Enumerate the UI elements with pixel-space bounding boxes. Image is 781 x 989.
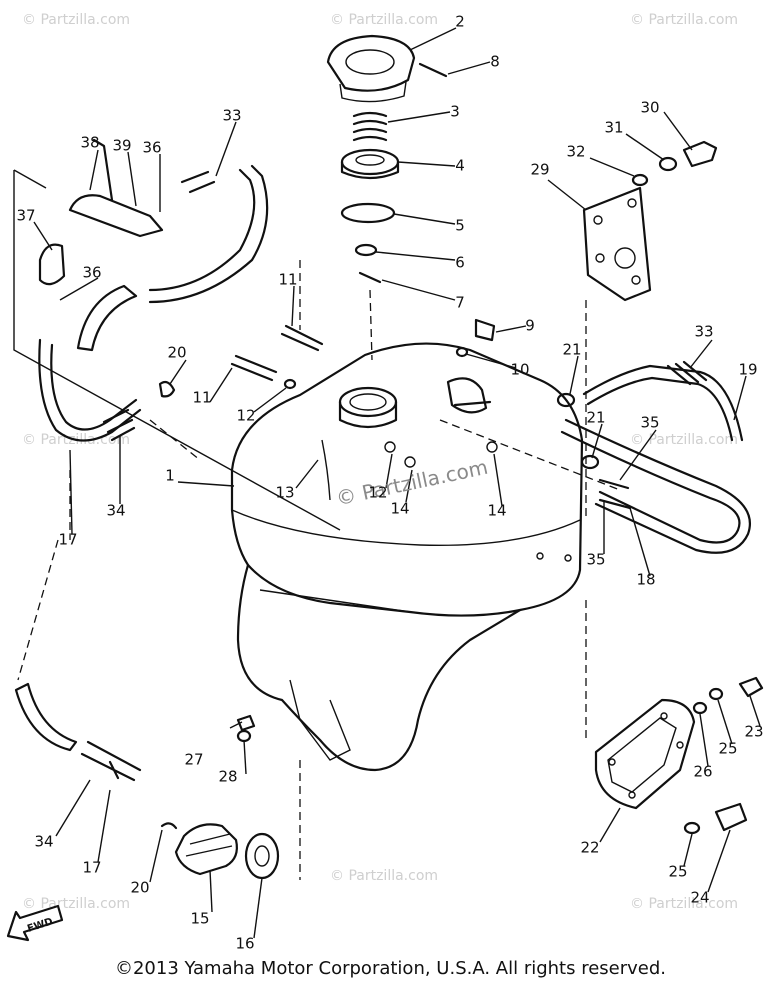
part-callout-39: 39 [112,137,131,155]
watermark: © Partzilla.com [330,12,438,28]
part-callout-27: 27 [184,751,203,769]
part-callout-29: 29 [530,161,549,179]
hose-assembly-left [14,138,269,782]
part-callout-34: 34 [34,833,53,851]
hose-assembly-right [556,360,751,554]
bracket-22 [594,676,764,835]
part-callout-3: 3 [450,103,460,121]
part-callout-20: 20 [130,879,149,897]
part-callout-17: 17 [58,531,77,549]
part-callout-30: 30 [640,99,659,117]
part-callout-38: 38 [80,134,99,152]
part-callout-21: 21 [586,409,605,427]
bracket-29 [582,140,718,302]
part-callout-11: 11 [192,389,211,407]
fasteners [158,318,496,398]
watermark: © Partzilla.com [630,12,738,28]
leader-lines [33,27,761,939]
part-callout-5: 5 [455,217,465,235]
part-callout-15: 15 [190,910,209,928]
watermark: © Partzilla.com [22,896,130,912]
part-callout-2: 2 [455,13,465,31]
filler-cap [326,34,448,284]
part-callout-26: 26 [693,763,712,781]
fuel-tank [230,342,584,772]
watermark: © Partzilla.com [630,432,738,448]
part-callout-14: 14 [390,500,409,518]
part-callout-18: 18 [636,571,655,589]
part-callout-35: 35 [586,551,605,569]
part-callout-28: 28 [218,768,237,786]
part-callout-8: 8 [490,53,500,71]
part-callout-31: 31 [604,119,623,137]
part-callout-25: 25 [718,740,737,758]
part-callout-14: 14 [487,502,506,520]
fuel-cock [160,714,280,880]
part-callout-23: 23 [744,723,763,741]
center-watermark: © Partzilla.com [334,455,490,511]
watermark: © Partzilla.com [330,868,438,884]
part-callout-33: 33 [694,323,713,341]
part-callout-19: 19 [738,361,757,379]
part-callout-21: 21 [562,341,581,359]
part-callout-12: 12 [368,484,387,502]
part-callout-9: 9 [525,317,535,335]
part-callout-32: 32 [566,143,585,161]
part-callout-35: 35 [640,414,659,432]
part-callout-6: 6 [455,254,465,272]
part-callout-12: 12 [236,407,255,425]
part-callout-22: 22 [580,839,599,857]
watermark: © Partzilla.com [630,896,738,912]
part-callout-36: 36 [82,264,101,282]
part-callout-1: 1 [165,467,175,485]
watermark: © Partzilla.com [22,12,130,28]
part-callout-17: 17 [82,859,101,877]
copyright-notice: ©2013 Yamaha Motor Corporation, U.S.A. A… [114,958,667,979]
part-callout-7: 7 [455,294,465,312]
part-callout-24: 24 [690,889,709,907]
alignment-lines [13,169,621,880]
part-callout-37: 37 [16,207,35,225]
part-callout-36: 36 [142,139,161,157]
part-callout-25: 25 [668,863,687,881]
part-callout-20: 20 [167,344,186,362]
fwd-label: FWD [26,916,54,935]
part-callout-33: 33 [222,107,241,125]
part-callout-34: 34 [106,502,125,520]
part-callout-4: 4 [455,157,465,175]
part-callout-13: 13 [275,484,294,502]
part-callout-11: 11 [278,271,297,289]
part-callout-16: 16 [235,935,254,953]
part-callout-10: 10 [510,361,529,379]
